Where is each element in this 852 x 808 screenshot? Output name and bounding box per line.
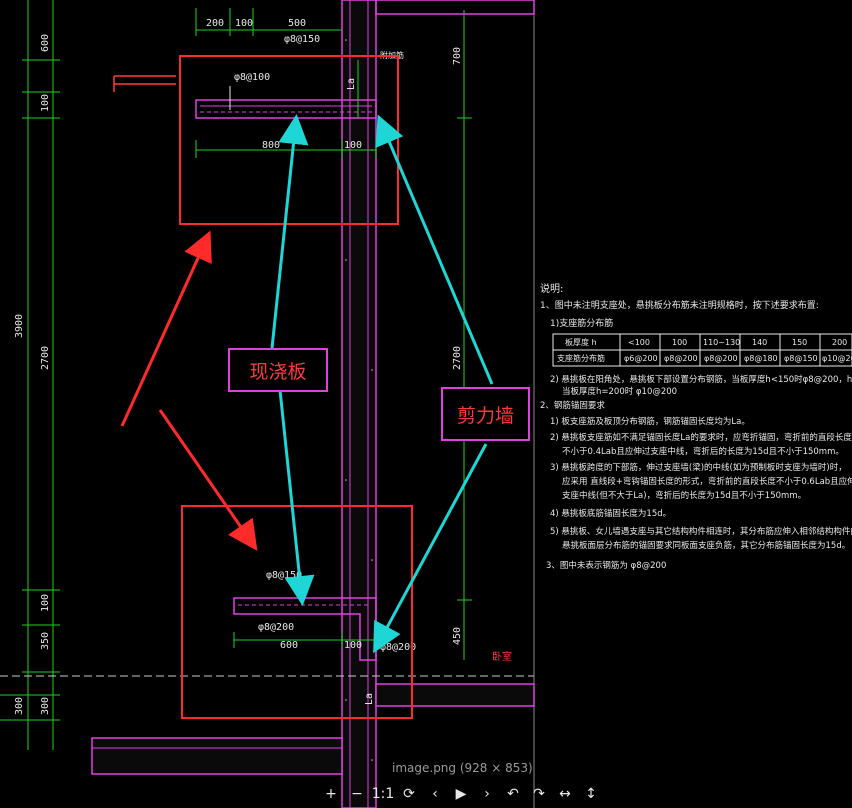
fit-width-button[interactable]: ↔ xyxy=(559,786,571,802)
notes-heading: 说明: xyxy=(540,282,563,295)
next-button[interactable]: › xyxy=(484,786,490,802)
th-6: 200 xyxy=(832,338,847,347)
notes-item5: 5) 悬挑板、女儿墙遇支座与其它结构构件相连时，其分布筋应伸入相邻结构构件内锚固… xyxy=(550,526,852,537)
rebar-lower-bot: φ8@200 xyxy=(258,622,294,633)
fit-height-button[interactable]: ↕ xyxy=(585,786,597,802)
left-stub xyxy=(113,75,176,92)
zoom-out-button[interactable]: − xyxy=(351,786,363,802)
rebar-lower-top: φ8@150 xyxy=(266,570,302,581)
dim-wall-2700: 2700 xyxy=(452,346,463,370)
notes-sub2: 2) 悬挑板在阳角处，悬挑板下部设置分布钢筋，当板厚度h<150时φ8@200，… xyxy=(550,374,852,385)
td-4: φ8@180 xyxy=(744,354,778,363)
dim-left-100b: 100 xyxy=(40,594,51,612)
room-label: 卧室 xyxy=(492,650,512,663)
dim-top-500: 500 xyxy=(288,18,306,29)
left-dimension-chain xyxy=(0,0,472,750)
notes-item3: 3) 悬挑板跨度的下部筋，伸过支座墙(梁)的中线(如为预制板时支座为墙时)时， xyxy=(550,462,847,473)
notes-sub1: 1)支座筋分布筋 xyxy=(550,317,613,329)
td-0: 支座筋分布筋 xyxy=(557,353,605,363)
notes-item5b: 悬挑板面层分布筋的锚固要求同板面支座负筋，其它分布筋锚固长度为15d。 xyxy=(562,540,850,551)
td-1: φ6@200 xyxy=(624,354,658,363)
zoom-in-button[interactable]: + xyxy=(325,786,337,802)
dim-lower-600: 600 xyxy=(280,640,298,651)
arrow-cyan-wall-up xyxy=(375,114,494,385)
callout-shear-wall-text: 剪力墙 xyxy=(456,404,514,427)
th-5: 150 xyxy=(792,338,807,347)
rebar-upper-mid: φ8@100 xyxy=(234,72,270,83)
redo-button[interactable]: ↷ xyxy=(533,786,545,802)
viewer-toolbar: + − 1:1 ⟳ ‹ ▶ › ↶ ↷ ↔ ↕ xyxy=(318,784,604,804)
dim-lower-100: 100 xyxy=(344,640,362,651)
dim-left-300a: 300 xyxy=(14,697,25,715)
callout-slab-text: 现浇板 xyxy=(249,360,307,383)
notes-item2: 2) 悬挑板支座筋如不满足锚固长度La的要求时，应弯折锚固，弯折前的直段长度 xyxy=(550,432,852,443)
notes-line3: 3、图中未表示钢筋为 φ8@200 xyxy=(546,560,666,571)
dim-left-100a: 100 xyxy=(40,94,51,112)
image-caption: image.png (928 × 853) xyxy=(392,761,533,775)
th-1: <100 xyxy=(628,338,650,347)
notes-item3b: 应采用 直线段+弯钩锚固长度的形式，弯折前的直段长度不小于0.6Lab且应伸过 xyxy=(562,476,852,487)
th-3: 110~130 xyxy=(703,338,740,347)
left-dimension-text: 3900 600 100 2700 100 350 300 300 700 27… xyxy=(14,34,463,715)
dim-top-100: 100 xyxy=(235,18,253,29)
notes-item3c: 支座中线(但不大于La)，弯折后的长度为15d且不小于150mm。 xyxy=(562,490,806,501)
upper-slab xyxy=(195,60,377,158)
notes-item1: 1) 板支座筋及板顶分布钢筋，钢筋锚固长度均为La。 xyxy=(550,416,750,427)
notes-line2: 2、钢筋锚固要求 xyxy=(540,400,605,411)
dim-left-outer: 3900 xyxy=(14,314,25,338)
notes-sub2b: 当板厚度h=200时 φ10@200 xyxy=(562,386,677,397)
dim-wall-700: 700 xyxy=(452,47,463,65)
shear-wall xyxy=(341,0,377,808)
highlight-lower xyxy=(181,505,413,719)
dim-upper-100: 100 xyxy=(344,140,362,151)
dim-left-2700: 2700 xyxy=(40,346,51,370)
rebar-lower-wall: φ8@200 xyxy=(380,642,416,653)
th-0: 板厚度 h xyxy=(565,337,597,347)
arrow-red-up xyxy=(120,230,212,427)
notes-line1: 1、图中未注明支座处，悬挑板分布筋未注明规格时，按下述要求布置: xyxy=(540,299,819,311)
dim-upper-800: 800 xyxy=(262,140,280,151)
rebar-upper-top: φ8@150 xyxy=(284,34,320,45)
rebar-la-upper: La xyxy=(346,78,357,90)
arrow-red-down xyxy=(158,409,258,551)
notes-item2b: 不小于0.4Lab且应伸过支座中线，弯折后的长度为15d且不小于150mm。 xyxy=(562,446,844,457)
th-4: 140 xyxy=(752,338,767,347)
td-6: φ10@200 xyxy=(822,354,852,363)
notes-table xyxy=(552,333,852,367)
th-2: 100 xyxy=(672,338,687,347)
play-button[interactable]: ▶ xyxy=(455,786,467,802)
callout-shear-wall: 剪力墙 xyxy=(441,387,530,441)
actual-size-button[interactable]: 1:1 xyxy=(371,786,395,802)
td-5: φ8@150 xyxy=(784,354,818,363)
dim-top-200: 200 xyxy=(206,18,224,29)
arrow-cyan-wall-down xyxy=(373,443,488,654)
dim-left-600: 600 xyxy=(40,34,51,52)
rotate-button[interactable]: ⟳ xyxy=(403,786,415,802)
arrow-cyan-slab-down xyxy=(278,389,315,606)
dim-left-350: 350 xyxy=(40,632,51,650)
dim-left-300b: 300 xyxy=(40,697,51,715)
ground-floor-slab xyxy=(0,675,535,775)
dim-wall-450: 450 xyxy=(452,627,463,645)
notes-panel: 说明: 1、图中未注明支座处，悬挑板分布筋未注明规格时，按下述要求布置: 1)支… xyxy=(540,282,819,329)
arrow-cyan-slab-up xyxy=(270,114,309,349)
td-3: φ8@200 xyxy=(704,354,738,363)
rebar-la-lower: La xyxy=(364,693,375,705)
td-2: φ8@200 xyxy=(664,354,698,363)
upper-floor-edge xyxy=(375,0,535,15)
undo-button[interactable]: ↶ xyxy=(507,786,519,802)
callout-slab: 现浇板 xyxy=(228,348,328,392)
prev-button[interactable]: ‹ xyxy=(432,786,438,802)
notes-item4: 4) 悬挑板底筋锚固长度为15d。 xyxy=(550,508,671,519)
